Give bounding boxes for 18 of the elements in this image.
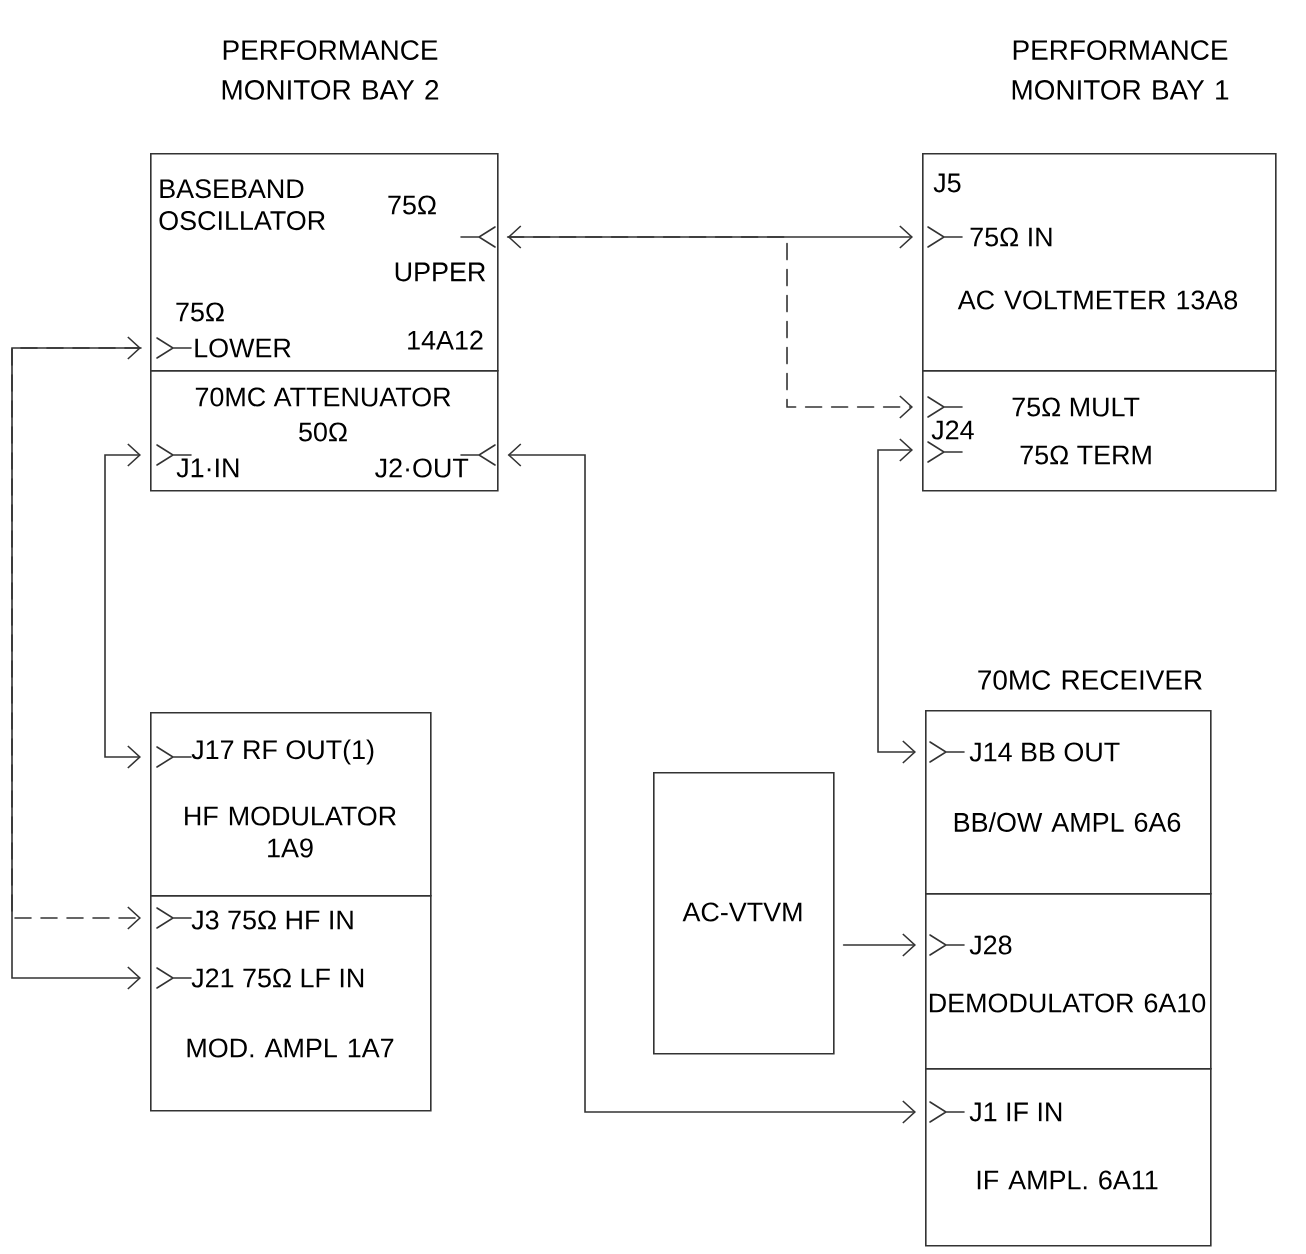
connector-arrow — [877, 438, 916, 764]
module-box: J24 75Ω MULT 75Ω TERM — [922, 370, 1277, 492]
module-box: J14 BB OUT BB/OW AMPL 6A6 — [925, 710, 1212, 895]
connector-arrow — [842, 933, 916, 957]
module-box: J3 75Ω HF IN J21 75Ω LF IN MOD. AMPL 1A7 — [150, 895, 432, 1112]
heading: PERFORMANCE MONITOR BAY 2 — [222, 40, 439, 100]
connector-arrow — [506, 236, 913, 419]
module-box: 70MC ATTENUATOR 50Ω J1·IN J2·OUT — [150, 370, 499, 492]
module-box: J28 DEMODULATOR 6A10 — [925, 893, 1212, 1070]
connector-arrow — [507, 443, 916, 1124]
connector-arrow — [104, 443, 141, 769]
module-box: J5 75Ω IN AC VOLTMETER 13A8 — [922, 153, 1277, 372]
module-box: J1 IF IN IF AMPL. 6A11 — [925, 1068, 1212, 1247]
module-box: J17 RF OUT(1) HF MODULATOR 1A9 — [150, 712, 432, 897]
heading: PERFORMANCE MONITOR BAY 1 — [1012, 40, 1229, 100]
connector-arrow — [507, 225, 913, 249]
module-box: AC-VTVM — [653, 772, 835, 1055]
module-box: BASEBAND OSCILLATOR 75Ω UPPER 75Ω LOWER 14A12 — [150, 153, 499, 372]
